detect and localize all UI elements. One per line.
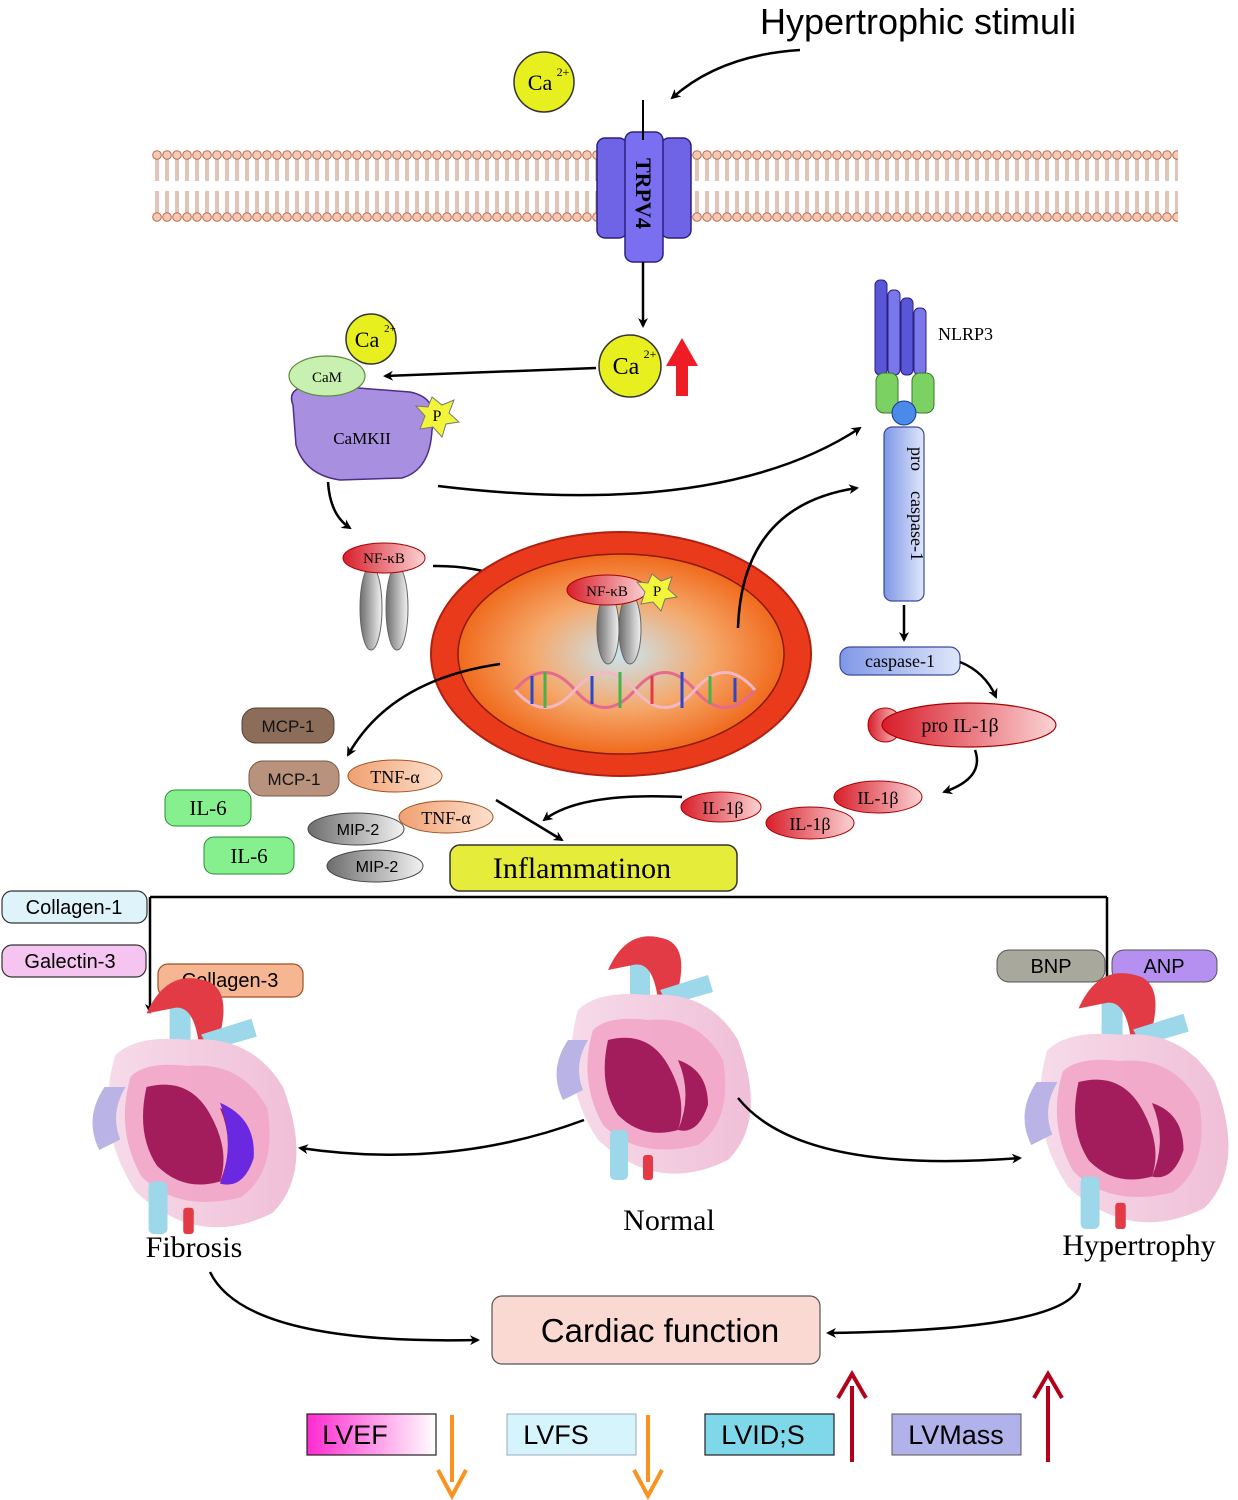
svg-text:LVID;S: LVID;S <box>721 1420 805 1450</box>
cytokines-to-inflammation-arrow <box>495 798 564 842</box>
svg-text:Ca: Ca <box>355 327 380 352</box>
svg-text:CaMKII: CaMKII <box>333 429 391 448</box>
camkii-to-nfkb-arrow <box>326 481 352 530</box>
parameter-lvmass: LVMass <box>891 1413 1022 1456</box>
fibrosis-markers: Collagen-1 Galectin-3 Collagen-3 <box>1 890 304 998</box>
lvids-increase-arrow-icon <box>836 1370 868 1462</box>
nucleus-to-procaspase-arrow <box>736 484 859 629</box>
parameter-lvfs: LVFS <box>506 1413 637 1456</box>
svg-text:P: P <box>653 584 661 600</box>
proil1b-to-il1b-arrow <box>942 749 979 795</box>
calcium-ion-outside: Ca 2+ <box>513 51 575 113</box>
svg-text:pro: pro <box>907 447 927 471</box>
svg-text:TNF-α: TNF-α <box>421 808 471 828</box>
inflammation-box: Inflammatinon <box>449 844 738 892</box>
cam-camkii-complex: CaM CaMKII P Ca 2+ <box>288 313 461 481</box>
caspase-1: caspase-1 <box>839 646 961 676</box>
svg-text:IL-6: IL-6 <box>189 796 226 820</box>
nfkb-cytoplasm: NF-κB <box>342 542 426 651</box>
svg-text:caspase-1: caspase-1 <box>907 491 927 561</box>
calcium-to-cam-arrow <box>383 366 597 381</box>
svg-text:P: P <box>433 408 442 425</box>
hypertrophy-heart-icon <box>1024 973 1229 1229</box>
svg-text:Collagen-1: Collagen-1 <box>26 897 123 919</box>
svg-text:ANP: ANP <box>1143 956 1184 978</box>
svg-text:MCP-1: MCP-1 <box>268 770 321 789</box>
stimulus-arrow <box>670 48 801 100</box>
svg-text:Inflammatinon: Inflammatinon <box>493 852 671 885</box>
svg-text:Galectin-3: Galectin-3 <box>24 951 115 973</box>
label-hypertrophy: Hypertrophy <box>1062 1229 1215 1262</box>
svg-text:NF-κB: NF-κB <box>363 551 405 567</box>
nucleus: NF-κB P <box>430 531 812 777</box>
pro-il-1b: pro IL-1β <box>867 702 1057 748</box>
svg-text:Cardiac function: Cardiac function <box>541 1312 779 1349</box>
svg-text:Ca: Ca <box>528 70 553 95</box>
label-normal: Normal <box>623 1204 715 1237</box>
fibrosis-to-function-arrow <box>208 1271 480 1346</box>
calcium-increase-arrow <box>666 338 698 396</box>
svg-text:MIP-2: MIP-2 <box>356 859 399 876</box>
cytokines: MCP-1 MCP-1 TNF-α TNF-α IL-6 IL-6 MIP-2 … <box>164 707 494 883</box>
parameter-lvids: LVID;S <box>704 1413 835 1456</box>
cardiac-function-box: Cardiac function <box>491 1295 821 1365</box>
lvfs-decrease-arrow-icon <box>632 1415 664 1500</box>
svg-text:IL-1β: IL-1β <box>702 798 743 818</box>
lvmass-increase-arrow-icon <box>1032 1370 1064 1462</box>
svg-text:LVMass: LVMass <box>908 1420 1004 1450</box>
normal-to-fibrosis-arrow <box>298 1118 585 1156</box>
svg-text:TNF-α: TNF-α <box>370 767 420 787</box>
caspase-to-proil1b-arrow <box>959 660 998 699</box>
svg-text:2+: 2+ <box>384 323 396 335</box>
calcium-ion-inside: Ca 2+ <box>598 334 662 398</box>
svg-text:LVEF: LVEF <box>322 1420 388 1450</box>
camkii-to-nlrp3-arrow <box>437 426 862 497</box>
svg-text:MIP-2: MIP-2 <box>337 822 380 839</box>
svg-text:BNP: BNP <box>1030 956 1071 978</box>
parameter-lvef: LVEF <box>306 1413 437 1456</box>
svg-text:pro IL-1β: pro IL-1β <box>921 715 998 737</box>
svg-text:IL-6: IL-6 <box>230 844 267 868</box>
il1b-to-inflammation-arrow <box>542 794 683 822</box>
il-1b-pool: IL-1β IL-1β IL-1β <box>680 780 923 840</box>
label-fibrosis: Fibrosis <box>146 1231 243 1264</box>
lvef-decrease-arrow-icon <box>436 1415 468 1500</box>
title-hypertrophic-stimuli: Hypertrophic stimuli <box>760 1 1076 42</box>
dna-to-cytokines-arrow <box>346 662 501 757</box>
svg-text:MCP-1: MCP-1 <box>262 717 315 736</box>
svg-text:Ca: Ca <box>613 354 640 380</box>
svg-text:2+: 2+ <box>644 347 657 361</box>
fibrosis-heart-icon <box>92 978 297 1234</box>
normal-heart-icon <box>556 936 751 1180</box>
normal-to-hypertrophy-arrow <box>737 1097 1022 1164</box>
nlrp3-complex: NLRP3 <box>874 279 993 426</box>
svg-text:CaM: CaM <box>312 370 342 386</box>
svg-text:LVFS: LVFS <box>523 1420 589 1450</box>
hypertrophy-to-function-arrow <box>826 1282 1082 1338</box>
hypertrophy-markers: BNP ANP <box>996 949 1218 983</box>
svg-text:2+: 2+ <box>557 65 570 79</box>
pro-caspase-1: pro caspase-1 <box>883 426 927 602</box>
svg-text:NLRP3: NLRP3 <box>938 324 993 344</box>
svg-text:NF-κB: NF-κB <box>586 584 628 600</box>
svg-text:caspase-1: caspase-1 <box>865 651 935 671</box>
svg-text:TRPV4: TRPV4 <box>631 158 656 229</box>
svg-text:IL-1β: IL-1β <box>789 814 830 834</box>
trpv4-channel: TRPV4 <box>596 100 692 263</box>
svg-text:IL-1β: IL-1β <box>857 788 898 808</box>
